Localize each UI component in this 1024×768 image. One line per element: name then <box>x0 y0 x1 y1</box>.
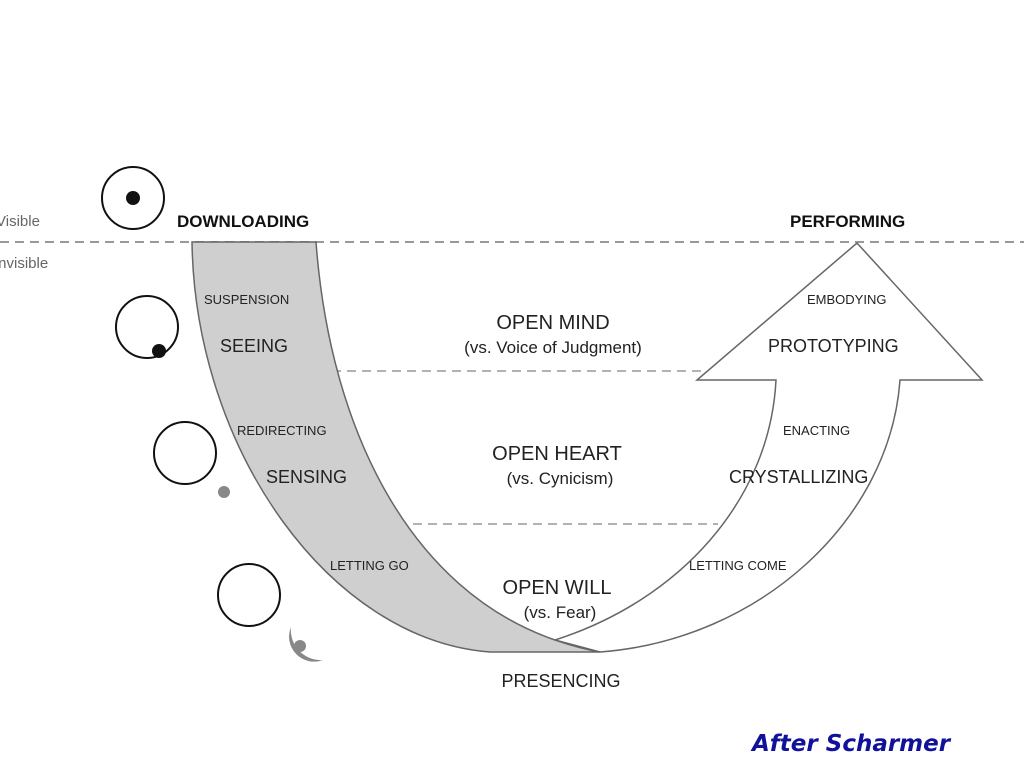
state-icon-presencing <box>217 563 323 662</box>
open-mind-title: OPEN MIND <box>496 312 609 334</box>
sensing-stage: SENSING <box>266 467 347 487</box>
seeing-stage: SEEING <box>220 336 288 356</box>
attribution-text: After Scharmer <box>752 731 951 757</box>
performing-heading: PERFORMING <box>790 212 905 231</box>
letting-come-label: LETTING COME <box>689 558 787 573</box>
state-icon-seeing <box>115 295 179 359</box>
redirecting-label: REDIRECTING <box>237 423 327 438</box>
presencing-label: PRESENCING <box>501 671 620 691</box>
crystallizing-stage: CRYSTALLIZING <box>729 467 868 487</box>
open-will-title: OPEN WILL <box>503 577 612 599</box>
letting-go-label: LETTING GO <box>330 558 409 573</box>
open-heart-subtitle: (vs. Cynicism) <box>507 469 614 488</box>
visible-label: Visible <box>0 213 40 230</box>
open-mind-subtitle: (vs. Voice of Judgment) <box>464 338 642 357</box>
state-icon-downloading <box>101 166 165 230</box>
open-heart-title: OPEN HEART <box>492 443 622 465</box>
left-descending-band <box>191 241 601 653</box>
right-arrow-band <box>552 241 984 653</box>
enacting-label: ENACTING <box>783 423 850 438</box>
prototyping-stage: PROTOTYPING <box>768 336 899 356</box>
embodying-label: EMBODYING <box>807 292 886 307</box>
state-icon-sensing <box>153 421 230 498</box>
downloading-heading: DOWNLOADING <box>177 212 309 231</box>
suspension-label: SUSPENSION <box>204 292 289 307</box>
open-will-subtitle: (vs. Fear) <box>524 603 597 622</box>
invisible-label: Invisible <box>0 255 48 272</box>
